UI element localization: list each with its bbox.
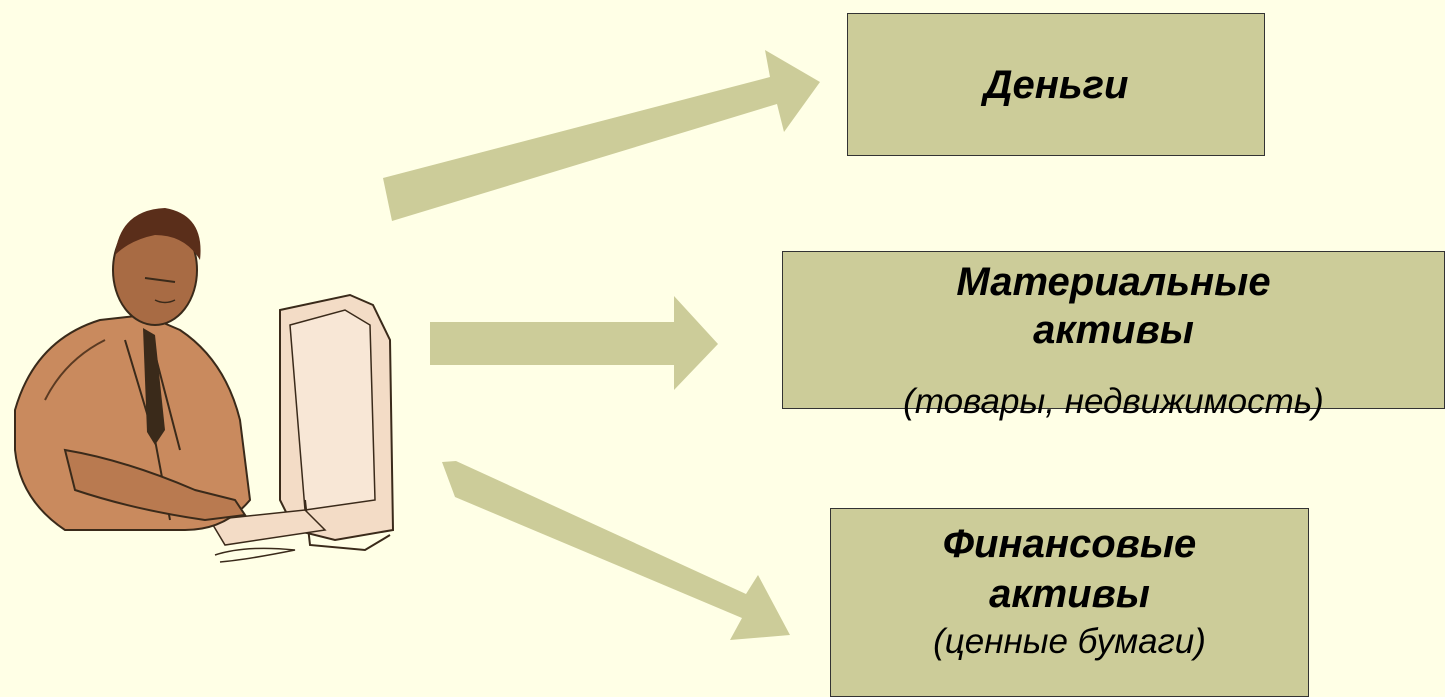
financial-assets-box: Финансовые активы (ценные бумаги) bbox=[830, 508, 1309, 697]
financial-subtitle: (ценные бумаги) bbox=[933, 622, 1206, 661]
arrow-to-financial bbox=[442, 461, 790, 640]
material-title-line1: Материальные bbox=[956, 260, 1271, 304]
material-assets-box: Материальные активы (товары, недвижимост… bbox=[782, 251, 1445, 421]
financial-title-line1: Финансовые bbox=[942, 522, 1197, 566]
money-title: Деньги bbox=[983, 62, 1129, 107]
arrow-to-material bbox=[430, 296, 718, 390]
financial-title-line2: активы bbox=[989, 572, 1150, 616]
person-at-computer-icon bbox=[14, 208, 395, 563]
money-box: Деньги bbox=[847, 13, 1265, 156]
arrow-to-money bbox=[383, 50, 820, 221]
material-title-line2: активы bbox=[1033, 308, 1194, 352]
material-subtitle: (товары, недвижимость) bbox=[903, 382, 1324, 421]
